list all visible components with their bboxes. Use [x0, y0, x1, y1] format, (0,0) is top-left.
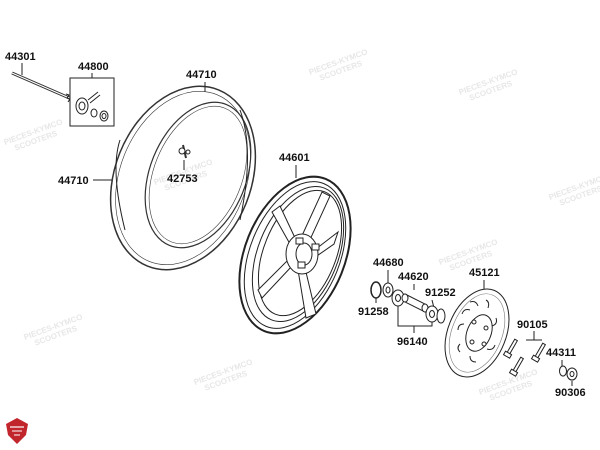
nut-90306: [566, 367, 578, 381]
label-44620[interactable]: 44620: [398, 271, 429, 283]
collar-44620: [401, 293, 429, 313]
label-45121[interactable]: 45121: [469, 267, 500, 279]
label-44301[interactable]: 44301: [5, 51, 36, 63]
label-91252[interactable]: 91252: [425, 287, 456, 299]
label-44800[interactable]: 44800: [78, 61, 109, 73]
speedo-gear-parts: [75, 91, 109, 122]
seal-91252: [436, 308, 446, 324]
washer-44311: [559, 365, 567, 377]
bearing-left-96140: [391, 289, 405, 307]
circlip-91258: [370, 281, 382, 299]
disc-bolts-90105: [502, 338, 547, 377]
label-44680[interactable]: 44680: [373, 257, 404, 269]
brake-disc-45121: [444, 288, 510, 378]
label-96140[interactable]: 96140: [397, 336, 428, 348]
brand-logo: [6, 418, 28, 444]
label-90105[interactable]: 90105: [517, 319, 548, 331]
label-42753[interactable]: 42753: [167, 173, 198, 185]
label-44710-top[interactable]: 44710: [186, 69, 217, 81]
label-91258[interactable]: 91258: [358, 306, 389, 318]
axle-44301: [11, 71, 78, 105]
label-44311[interactable]: 44311: [546, 347, 576, 359]
valve-42753: [178, 144, 191, 159]
label-44601[interactable]: 44601: [279, 152, 310, 164]
label-44710-left[interactable]: 44710: [58, 175, 89, 187]
label-90306[interactable]: 90306: [555, 387, 586, 399]
bearing-44680: [382, 282, 394, 298]
tire-44710: [109, 85, 257, 271]
bearing-right-96140: [425, 305, 439, 323]
rim-44601: [238, 175, 352, 335]
bracket-96140: [397, 306, 433, 327]
